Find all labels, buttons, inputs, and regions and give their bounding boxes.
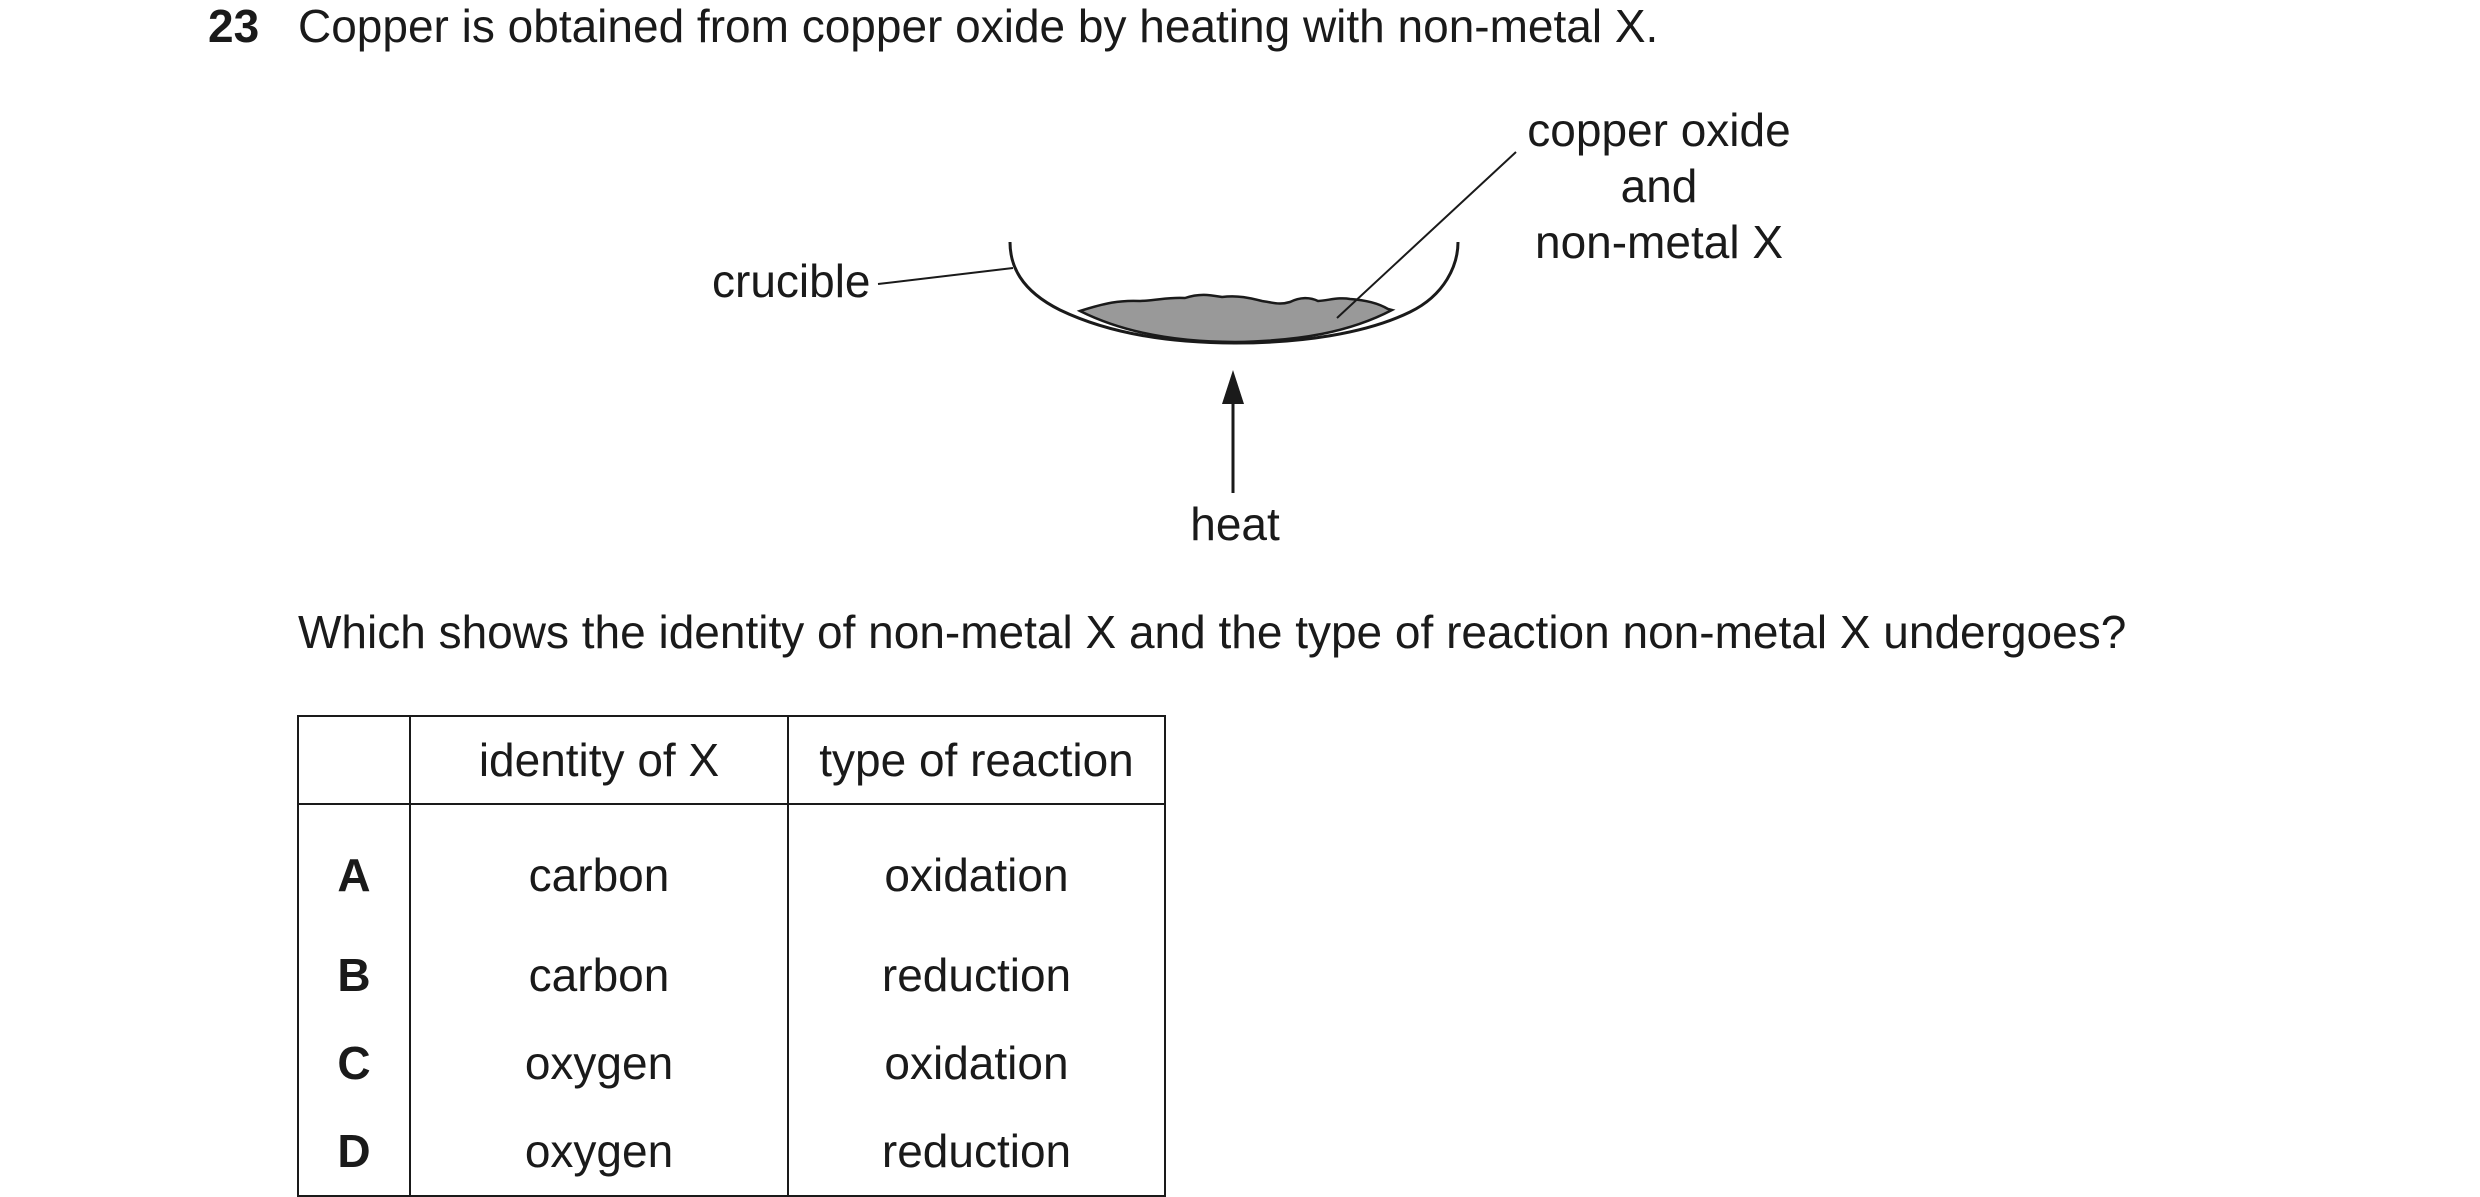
heat-label: heat — [1190, 498, 1280, 550]
contents-label-line-3: non-metal X — [1535, 216, 1783, 268]
header-letter-cell — [297, 715, 411, 805]
header-identity: identity of X — [409, 715, 789, 805]
question-number: 23 — [208, 0, 260, 52]
table-header-row: identity of X type of reaction — [297, 715, 1166, 805]
crucible-contents — [1076, 293, 1396, 344]
contents-leader-line — [1336, 151, 1517, 319]
table-row: C oxygen oxidation — [297, 1019, 1166, 1107]
option-identity: carbon — [409, 931, 789, 1019]
table-row: D oxygen reduction — [297, 1107, 1166, 1197]
crucible-diagram: crucible copper oxide and non-metal X he… — [712, 104, 1791, 550]
option-identity: carbon — [409, 804, 789, 931]
table-row: B carbon reduction — [297, 931, 1166, 1019]
header-reaction-type: type of reaction — [787, 715, 1166, 805]
crucible-bowl — [1008, 241, 1460, 345]
option-reaction: reduction — [787, 931, 1166, 1019]
option-reaction: oxidation — [787, 804, 1166, 931]
option-letter: D — [297, 1107, 411, 1197]
option-letter: C — [297, 1019, 411, 1107]
question-stem: Copper is obtained from copper oxide by … — [298, 0, 1659, 52]
option-letter: A — [297, 804, 411, 931]
contents-label-line-1: copper oxide — [1527, 104, 1790, 156]
option-letter: B — [297, 931, 411, 1019]
heat-arrow-head — [1222, 370, 1244, 404]
option-identity: oxygen — [409, 1107, 789, 1197]
option-reaction: oxidation — [787, 1019, 1166, 1107]
table-row: A carbon oxidation — [297, 804, 1166, 931]
answer-options-table: identity of X type of reaction A carbon … — [297, 715, 1166, 1197]
option-identity: oxygen — [409, 1019, 789, 1107]
contents-label-line-2: and — [1621, 160, 1698, 212]
crucible-label: crucible — [712, 255, 871, 307]
option-reaction: reduction — [787, 1107, 1166, 1197]
question-prompt: Which shows the identity of non-metal X … — [298, 606, 2127, 658]
crucible-leader-line — [877, 267, 1014, 285]
